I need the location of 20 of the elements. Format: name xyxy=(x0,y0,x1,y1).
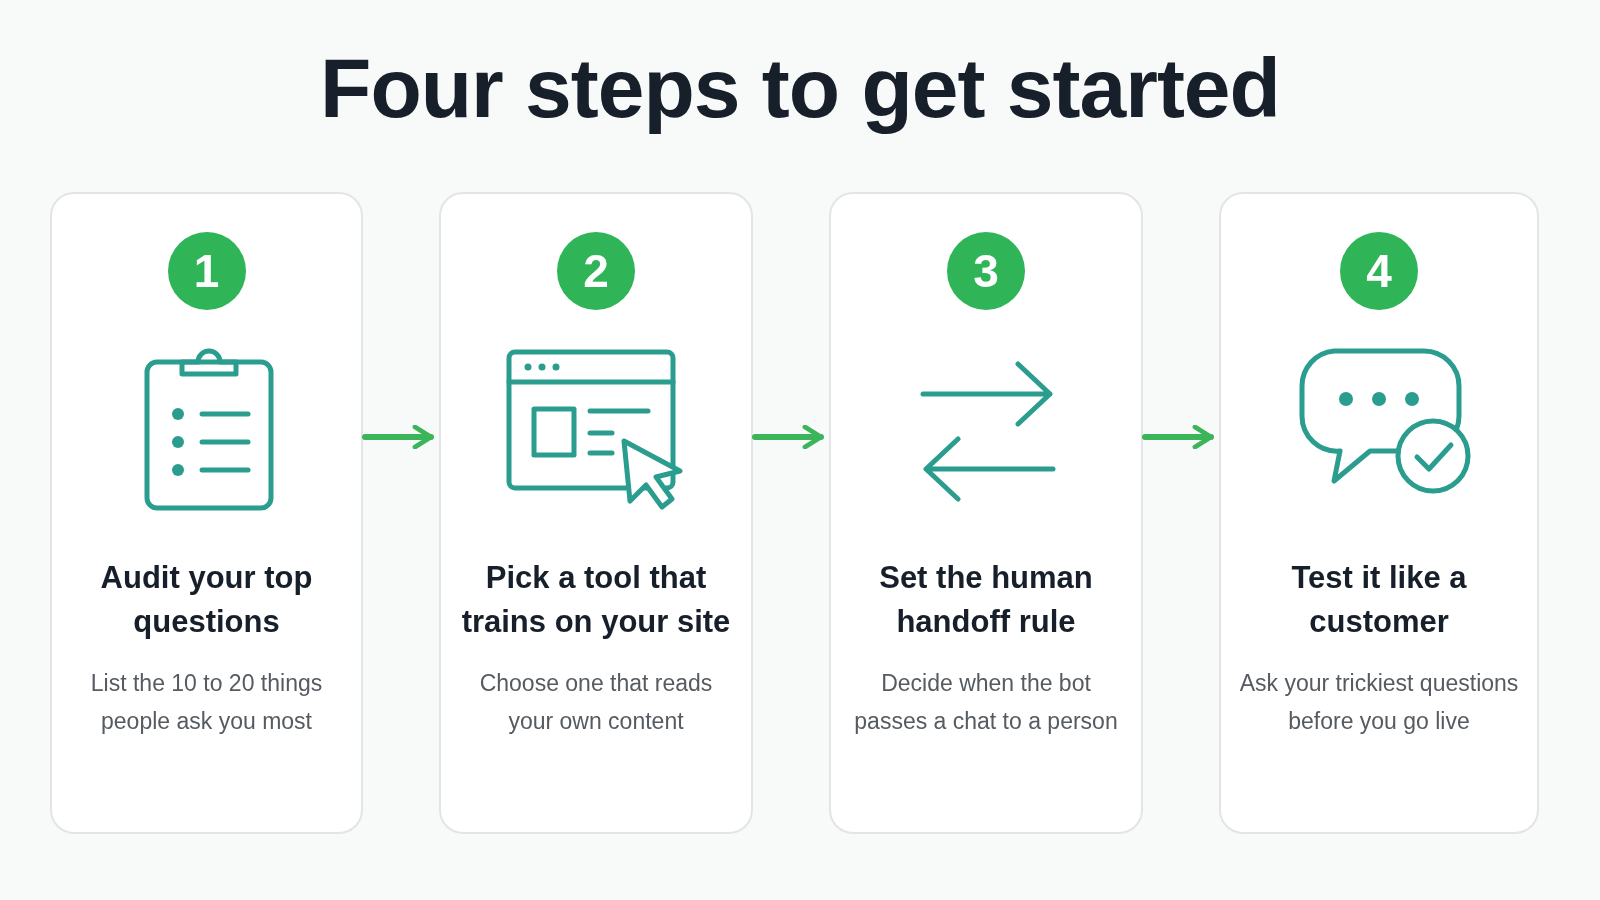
arrow xyxy=(1142,424,1214,450)
step-description: List the 10 to 20 things people ask you most xyxy=(89,669,324,736)
step-card xyxy=(829,192,1143,834)
step-heading: Audit your top questions xyxy=(99,559,314,641)
step-description: Decide when the bot passes a chat to a person xyxy=(853,669,1119,736)
step-number-badge: 4 xyxy=(1340,232,1418,310)
step-description: Choose one that reads your own content xyxy=(478,669,714,736)
arrow xyxy=(752,424,824,450)
step-card xyxy=(439,192,753,834)
step-heading: Pick a tool that trains on your site xyxy=(460,559,732,641)
step-heading: Set the human handoff rule xyxy=(878,559,1094,641)
step-heading: Test it like a customer xyxy=(1290,559,1468,641)
step-card xyxy=(1219,192,1539,834)
step-card xyxy=(50,192,363,834)
step-description: Ask your trickiest questions before you go live xyxy=(1238,669,1520,736)
title: Four steps to get started xyxy=(319,40,1281,137)
arrow xyxy=(362,424,434,450)
step-number-badge: 3 xyxy=(947,232,1025,310)
step-number-badge: 2 xyxy=(557,232,635,310)
step-number-badge: 1 xyxy=(167,232,246,310)
